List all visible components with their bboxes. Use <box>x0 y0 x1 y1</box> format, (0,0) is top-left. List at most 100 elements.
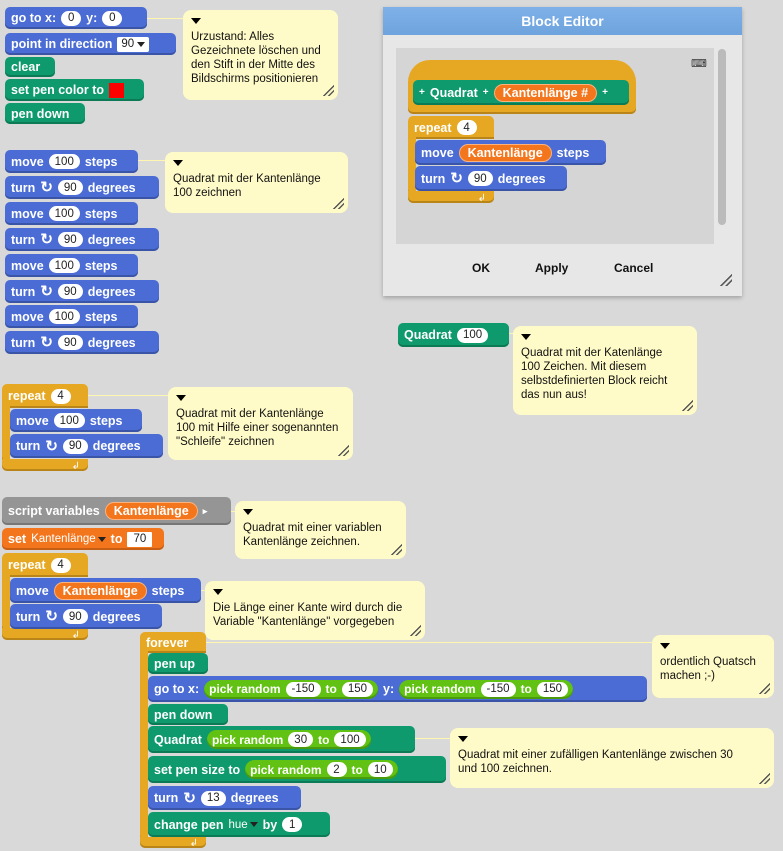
cancel-button[interactable]: Cancel <box>614 261 654 275</box>
repeat-block[interactable]: repeat 4 <box>408 116 494 139</box>
pick-random-reporter[interactable]: pick random 2 to 10 <box>245 760 398 779</box>
steps-input[interactable]: 100 <box>48 154 80 169</box>
plus-icon[interactable]: + <box>602 87 608 98</box>
random-from-input[interactable]: -150 <box>480 681 516 697</box>
clear-block[interactable]: clear <box>5 57 55 77</box>
resize-grip-icon[interactable] <box>323 85 334 96</box>
repeat-block[interactable]: repeat 4 <box>2 553 88 577</box>
vertical-scrollbar[interactable] <box>718 49 726 225</box>
script-variables-block[interactable]: script variables Kantenlänge ▸ <box>2 497 231 525</box>
degrees-input[interactable]: 13 <box>200 790 226 806</box>
resize-grip-icon[interactable] <box>333 198 344 209</box>
turn-degrees-block[interactable]: turn ↻ 90 degrees <box>10 604 162 629</box>
change-pen-block[interactable]: change pen hue by 1 <box>148 812 330 837</box>
random-to-input[interactable]: 100 <box>334 732 366 747</box>
direction-dropdown[interactable]: 90 <box>117 36 150 52</box>
collapse-arrow-icon[interactable] <box>660 643 670 649</box>
plus-icon[interactable]: + <box>482 87 489 98</box>
resize-grip-icon[interactable] <box>410 625 421 636</box>
x-input[interactable]: 0 <box>61 10 82 26</box>
pick-random-reporter[interactable]: pick random 30 to 100 <box>206 730 371 749</box>
quadrat-block[interactable]: Quadrat 100 <box>398 323 509 347</box>
collapse-arrow-icon[interactable] <box>458 736 468 742</box>
turn-degrees-block[interactable]: turn ↻ 90 degrees <box>415 166 567 191</box>
resize-grip-icon[interactable] <box>759 773 770 784</box>
pen-attribute-dropdown[interactable]: hue <box>228 819 258 831</box>
set-variable-block[interactable]: set Kantenlänge to 70 <box>2 528 164 550</box>
repeat-count-input[interactable]: 4 <box>50 557 71 573</box>
move-steps-block[interactable]: move 100 steps <box>10 409 142 432</box>
random-from-input[interactable]: 2 <box>326 762 347 777</box>
resize-grip-icon[interactable] <box>720 274 732 286</box>
point-in-direction-block[interactable]: point in direction 90 <box>5 33 176 55</box>
quadrat-size-input[interactable]: 100 <box>456 327 489 343</box>
comment-note-7[interactable]: ordentlich Quatsch machen ;-) <box>652 635 774 698</box>
repeat-count-input[interactable]: 4 <box>50 388 71 404</box>
pick-random-reporter[interactable]: pick random -150 to 150 <box>399 679 574 699</box>
pick-random-reporter[interactable]: pick random -150 to 150 <box>204 679 379 699</box>
pen-color-swatch[interactable] <box>109 82 125 98</box>
turn-degrees-block[interactable]: turn ↻ 90 degrees <box>10 434 163 458</box>
pen-down-block[interactable]: pen down <box>148 704 228 725</box>
collapse-arrow-icon[interactable] <box>191 18 201 24</box>
random-from-input[interactable]: 30 <box>288 732 314 747</box>
degrees-input[interactable]: 90 <box>62 438 88 454</box>
comment-note-1[interactable]: Urzustand: Alles Gezeichnete löschen und… <box>183 10 338 100</box>
variable-kantenlaenge[interactable]: Kantenlänge <box>458 143 552 162</box>
steps-input[interactable]: 100 <box>48 309 80 324</box>
set-value-input[interactable]: 70 <box>127 531 153 547</box>
comment-note-8[interactable]: Quadrat mit einer zufälligen Kantenlänge… <box>450 728 774 788</box>
forever-block[interactable]: forever <box>140 632 206 653</box>
apply-button[interactable]: Apply <box>535 261 569 275</box>
comment-note-2[interactable]: Quadrat mit der Kantenlänge 100 zeichnen <box>165 152 348 213</box>
comment-note-4[interactable]: Quadrat mit der Katenlänge 100 Zeichen. … <box>513 326 697 415</box>
variable-kantenlaenge[interactable]: Kantenlänge <box>104 502 198 520</box>
turn-degrees-block[interactable]: turn ↻ 13 degrees <box>148 786 301 810</box>
collapse-arrow-icon[interactable] <box>173 160 183 166</box>
keyboard-icon[interactable]: ⌨ <box>691 58 707 70</box>
go-to-block[interactable]: go to x: pick random -150 to 150 y: pick… <box>148 676 647 702</box>
resize-grip-icon[interactable] <box>391 544 402 555</box>
pen-down-block[interactable]: pen down <box>5 103 85 124</box>
collapse-arrow-icon[interactable] <box>213 589 223 595</box>
resize-grip-icon[interactable] <box>682 400 693 411</box>
degrees-input[interactable]: 90 <box>467 171 493 186</box>
degrees-input[interactable]: 90 <box>57 232 83 247</box>
random-from-input[interactable]: -150 <box>285 681 321 697</box>
random-to-input[interactable]: 150 <box>536 681 569 697</box>
degrees-input[interactable]: 90 <box>62 609 88 624</box>
resize-grip-icon[interactable] <box>338 445 349 456</box>
set-pen-color-block[interactable]: set pen color to <box>5 79 144 101</box>
variable-kantenlaenge[interactable]: Kantenlänge <box>53 581 147 600</box>
random-to-input[interactable]: 10 <box>367 762 393 777</box>
comment-note-6[interactable]: Die Länge einer Kante wird durch die Var… <box>205 581 425 640</box>
steps-input[interactable]: 100 <box>48 206 80 221</box>
random-to-input[interactable]: 150 <box>341 681 374 697</box>
collapse-arrow-icon[interactable] <box>176 395 186 401</box>
resize-grip-icon[interactable] <box>759 683 770 694</box>
ok-button[interactable]: OK <box>472 261 490 275</box>
degrees-input[interactable]: 90 <box>57 335 83 350</box>
go-to-block[interactable]: go to x: 0 y: 0 <box>5 7 147 29</box>
set-pen-size-block[interactable]: set pen size to pick random 2 to 10 <box>148 756 446 783</box>
repeat-count-input[interactable]: 4 <box>456 120 477 135</box>
move-steps-block[interactable]: move Kantenlänge steps <box>415 140 606 165</box>
parameter-kantenlaenge[interactable]: Kantenlänge # <box>493 83 598 102</box>
degrees-input[interactable]: 90 <box>57 284 83 299</box>
comment-note-5[interactable]: Quadrat mit einer variablen Kantenlänge … <box>235 501 406 559</box>
variable-dropdown[interactable]: Kantenlänge <box>31 533 106 545</box>
collapse-arrow-icon[interactable] <box>521 334 531 340</box>
quadrat-block[interactable]: Quadrat pick random 30 to 100 <box>148 726 415 753</box>
degrees-input[interactable]: 90 <box>57 180 83 195</box>
steps-input[interactable]: 100 <box>53 413 85 428</box>
plus-icon[interactable]: + <box>419 87 425 98</box>
change-by-input[interactable]: 1 <box>282 817 303 832</box>
comment-note-3[interactable]: Quadrat mit der Kantenlänge 100 mit Hilf… <box>168 387 353 460</box>
